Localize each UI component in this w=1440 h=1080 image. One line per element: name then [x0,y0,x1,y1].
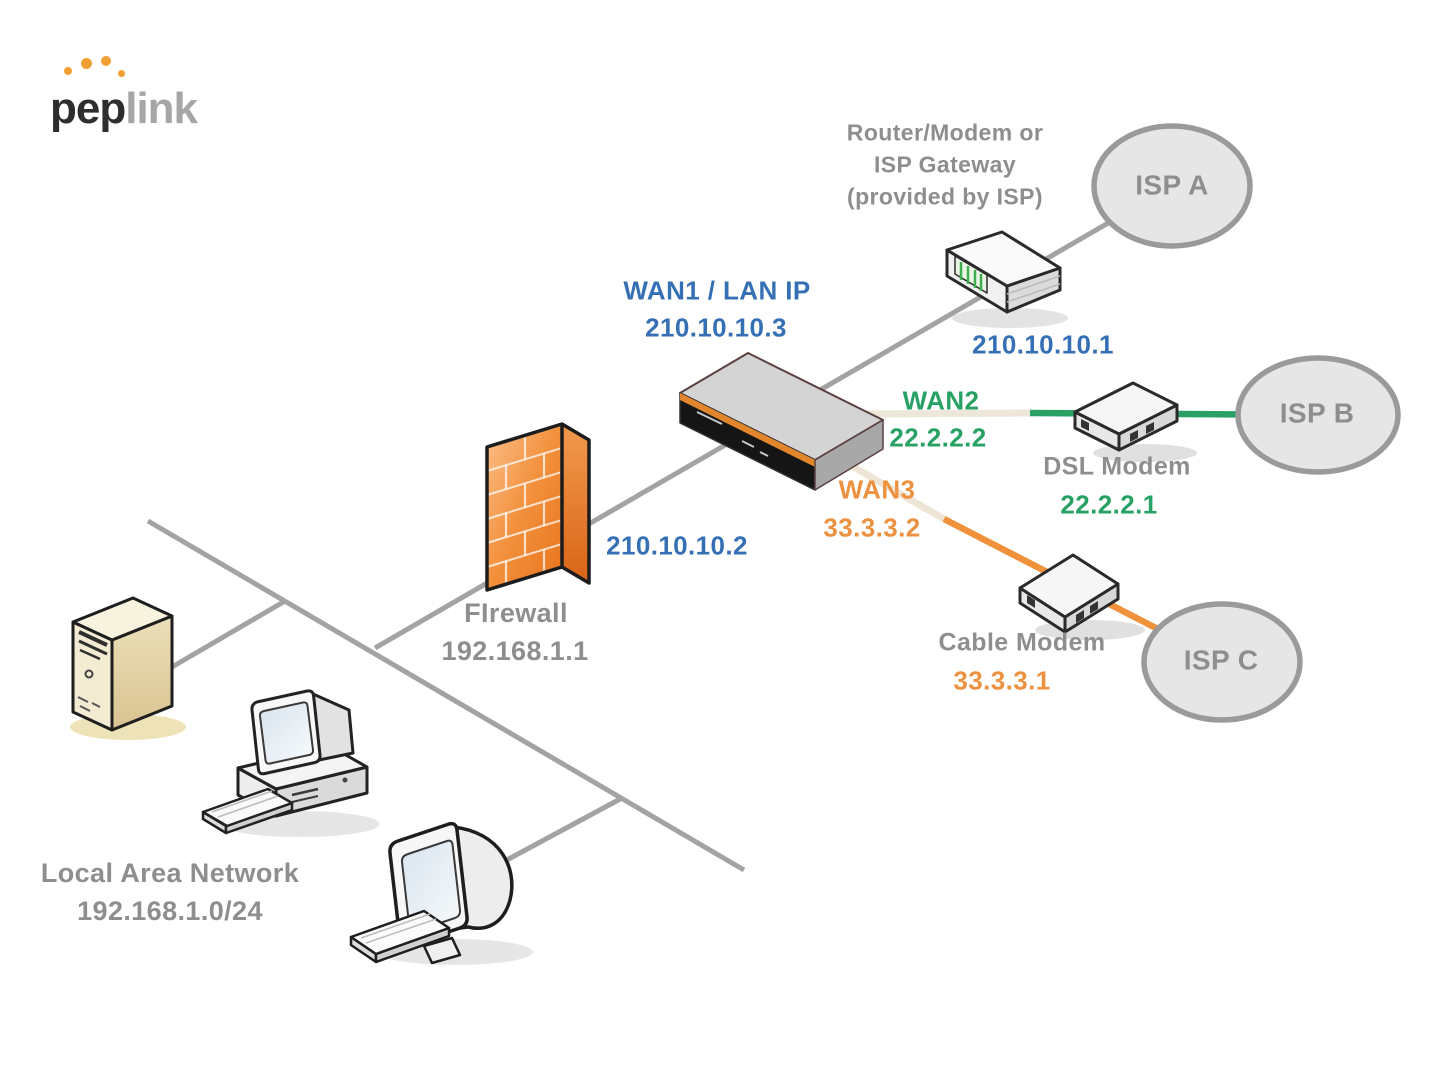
gateway-ip-label: 210.10.10.1 [972,329,1114,360]
isp-ellipses [1091,123,1401,723]
logo-dot-3 [101,56,111,66]
wan2-ip-label: 22.2.2.2 [889,422,987,453]
wan1-ip-label: 210.10.10.3 [645,312,787,343]
lan-subnet-label: 192.168.1.0/24 [77,896,263,927]
logo-dot-4 [118,70,125,77]
wan3-line-pale [843,458,946,523]
lan-server-branch-line [170,598,287,670]
firewall-label: FIrewall [464,598,568,629]
gateway-caption-line3: (provided by ISP) [847,183,1043,210]
gateway-caption-line1: Router/Modem or [846,119,1044,146]
logo-dot-1 [64,67,72,75]
firewall-wan-ip-label: 210.10.10.2 [606,530,748,561]
server-icon [70,596,186,740]
isp-b-ellipse [1235,355,1401,475]
gateway-caption-line2: ISP Gateway [873,151,1017,178]
wan3-ip-label: 33.3.3.2 [823,512,921,543]
peplink-logo: peplink [50,84,198,134]
lan-bus-line [146,518,746,873]
isp-c-ellipse [1141,601,1303,723]
isp-a-ellipse [1091,123,1253,249]
isp-c-label: ISP C [1183,644,1259,676]
isp-a-label: ISP A [1135,169,1209,201]
dsl-modem-ip-label: 22.2.2.1 [1060,489,1158,520]
cable-modem-ip-label: 33.3.3.1 [953,665,1051,696]
cable-modem-label: Cable Modem [938,628,1106,657]
dsl-modem-icon [1073,381,1197,462]
logo-text-pep: pep [50,84,126,133]
peplink-router-icon [679,352,884,491]
logo-dot-2 [81,58,92,69]
firewall-ip-label: 192.168.1.1 [441,636,589,667]
cable-modem-icon [1018,553,1145,640]
isp-b-label: ISP B [1279,397,1355,429]
firewall-icon [485,422,591,592]
desktop-pc-icon [201,689,380,837]
wan1-title-label: WAN1 / LAN IP [623,275,811,306]
lan-crt-branch-line [490,795,624,871]
isp-gateway-router-icon [945,230,1068,328]
wan2-line-pale [857,409,1031,418]
wan3-title-label: WAN3 [838,474,916,505]
lan-title-label: Local Area Network [40,858,300,889]
wan2-title-label: WAN2 [902,385,980,416]
dsl-modem-label: DSL Modem [1043,452,1191,481]
logo-text-link: link [125,84,198,133]
crt-computer-icon [349,821,533,965]
